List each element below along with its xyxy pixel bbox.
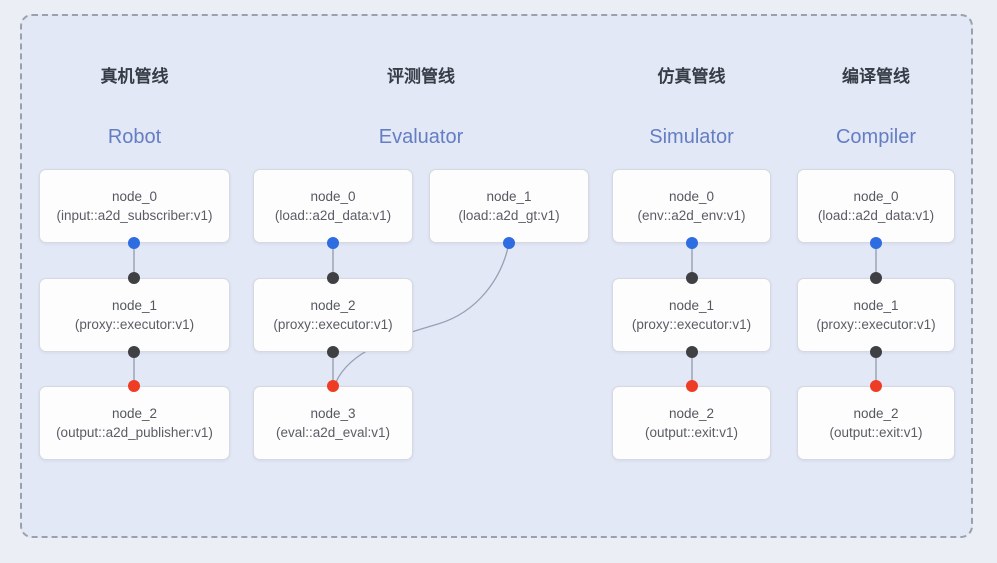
node-label: node_1 [853,297,899,313]
node-robot-node0[interactable]: node_0 (input::a2d_subscriber:v1) [39,169,230,243]
node-evaluator-node0[interactable]: node_0 (load::a2d_data:v1) [253,169,413,243]
pipeline-robot-title-en: Robot [107,126,162,148]
node-label: node_0 [668,188,715,204]
node-plugin: (load::a2d_gt:v1) [458,207,560,223]
node-label: node_0 [310,188,356,204]
pipeline-simulator-title-zh: 仿真管线 [657,67,726,86]
node-plugin: (proxy::executor:v1) [631,316,752,332]
node-robot-node2[interactable]: node_2 (output::a2d_publisher:v1) [39,386,230,460]
node-simulator-node1[interactable]: node_1 (proxy::executor:v1) [612,278,771,352]
node-compiler-node1[interactable]: node_1 (proxy::executor:v1) [797,278,955,352]
pipeline-compiler-title-en: Compiler [835,126,917,148]
node-plugin: (output::exit:v1) [644,424,739,440]
node-evaluator-node2[interactable]: node_2 (proxy::executor:v1) [253,278,413,352]
node-label: node_2 [310,297,356,313]
node-label: node_2 [668,405,715,421]
node-evaluator-node1[interactable]: node_1 (load::a2d_gt:v1) [429,169,589,243]
node-plugin: (eval::a2d_eval:v1) [275,424,391,440]
node-evaluator-node3[interactable]: node_3 (eval::a2d_eval:v1) [253,386,413,460]
node-plugin: (proxy::executor:v1) [273,316,393,332]
pipeline-evaluator-title-zh: 评测管线 [387,67,455,86]
node-plugin: (proxy::executor:v1) [74,316,195,332]
node-robot-node1[interactable]: node_1 (proxy::executor:v1) [39,278,230,352]
node-label: node_2 [853,405,899,421]
node-label: node_3 [310,405,356,421]
node-compiler-node2[interactable]: node_2 (output::exit:v1) [797,386,955,460]
node-compiler-node0[interactable]: node_0 (load::a2d_data:v1) [797,169,955,243]
node-label: node_0 [853,188,899,204]
node-plugin: (proxy::executor:v1) [816,316,936,332]
pipeline-robot-title-zh: 真机管线 [100,67,169,86]
pipeline-simulator-title-en: Simulator [649,126,734,148]
node-plugin: (load::a2d_data:v1) [274,207,392,223]
pipeline-evaluator-title-en: Evaluator [378,126,464,148]
node-label: node_0 [111,188,158,204]
node-label: node_1 [668,297,715,313]
node-simulator-node0[interactable]: node_0 (env::a2d_env:v1) [612,169,771,243]
node-plugin: (output::a2d_publisher:v1) [56,424,213,440]
node-label: node_1 [111,297,158,313]
node-simulator-node2[interactable]: node_2 (output::exit:v1) [612,386,771,460]
node-plugin: (env::a2d_env:v1) [637,207,746,223]
node-plugin: (load::a2d_data:v1) [817,207,935,223]
node-plugin: (output::exit:v1) [829,424,923,440]
node-label: node_1 [486,188,532,204]
node-plugin: (input::a2d_subscriber:v1) [56,207,213,223]
node-label: node_2 [111,405,158,421]
pipeline-compiler-title-zh: 编译管线 [842,67,910,86]
